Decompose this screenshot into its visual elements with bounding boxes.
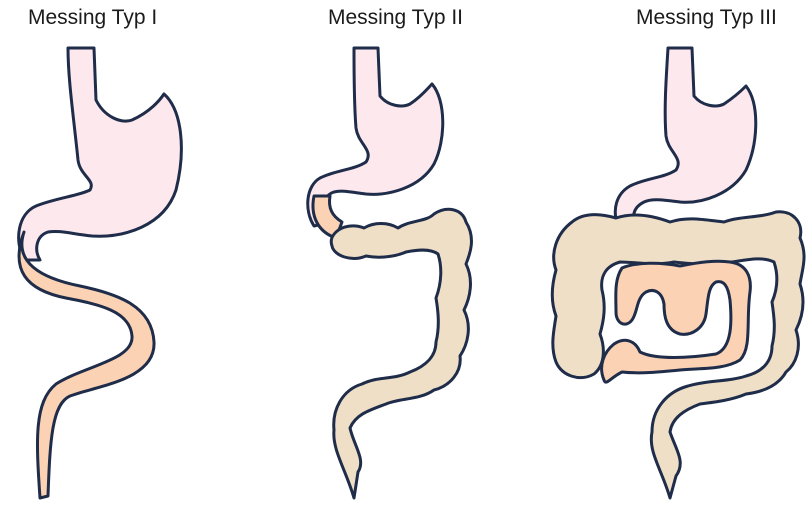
- colon-shape: [331, 209, 471, 498]
- diagram-type-1: [0, 0, 260, 507]
- panel-type-2: Messing Typ II: [270, 0, 510, 507]
- panel-type-1: Messing Typ I: [0, 0, 260, 507]
- stomach-shape: [615, 48, 755, 226]
- small-intestine-shape: [602, 261, 751, 382]
- diagram-type-2: [270, 0, 510, 507]
- panel-type-3: Messing Typ III: [540, 0, 808, 507]
- stomach-shape: [19, 48, 182, 260]
- small-intestine-shape: [19, 232, 154, 498]
- diagram-type-3: [540, 0, 808, 507]
- colon-shape: [552, 212, 804, 498]
